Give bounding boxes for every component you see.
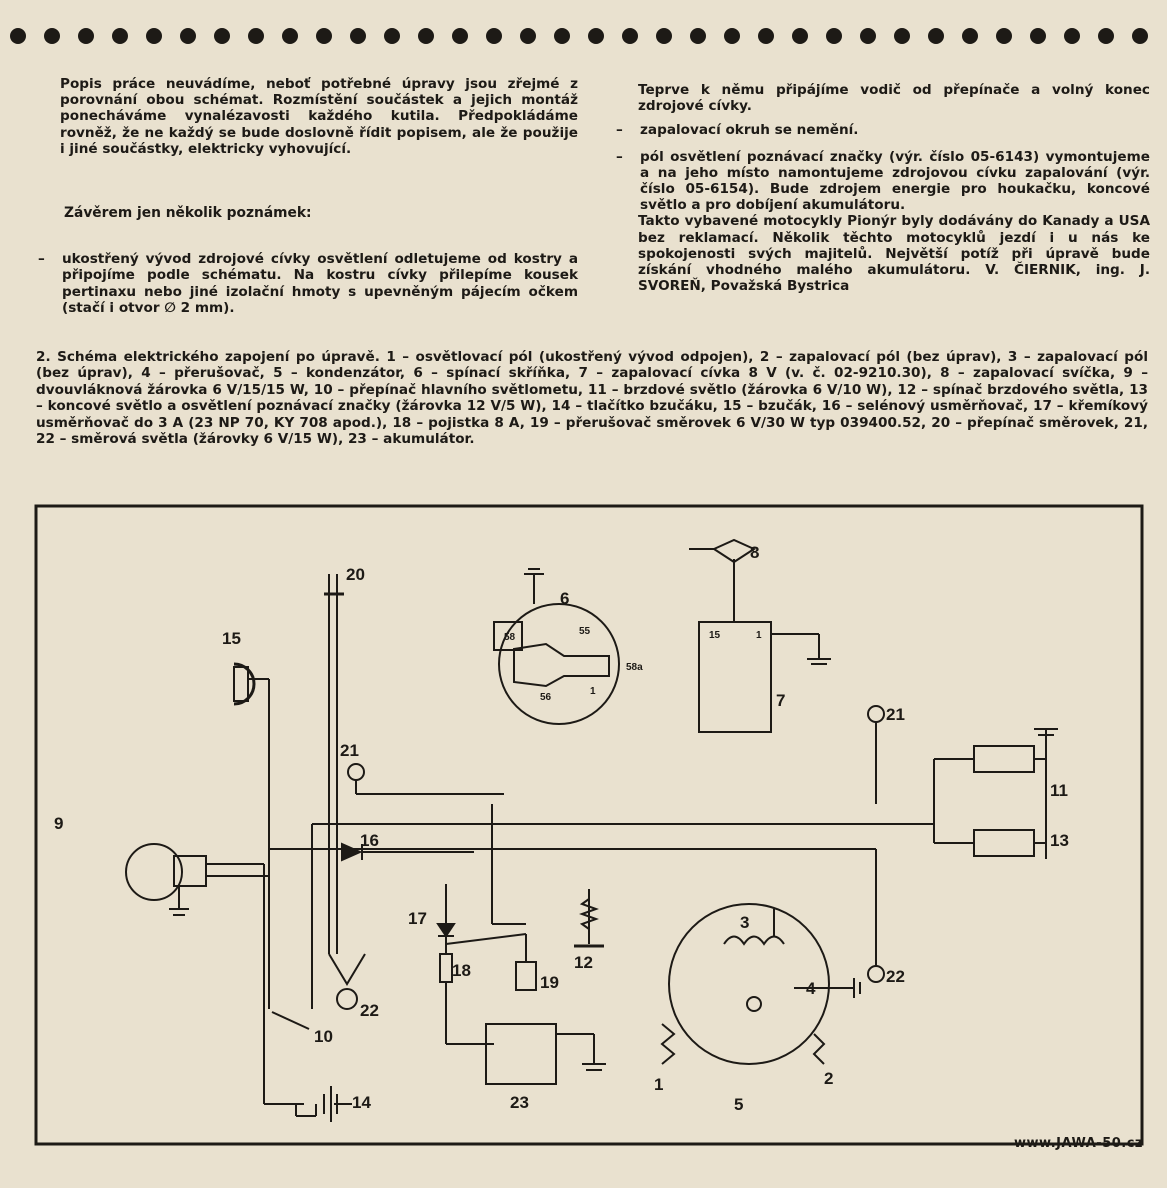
label-23: 23 xyxy=(510,1093,529,1112)
label-11: 11 xyxy=(1050,781,1068,800)
terminal-58: 58 xyxy=(504,632,516,643)
label-14: 14 xyxy=(352,1093,371,1112)
terminal-1-switch: 1 xyxy=(590,686,596,697)
tail-light xyxy=(973,829,1035,857)
right-column: Teprve k němu připájíme vodič od přepína… xyxy=(616,82,1150,294)
label-6: 6 xyxy=(560,589,569,608)
lighting-coil-1 xyxy=(660,1023,676,1065)
intro-paragraph: Popis práce neuvádíme, neboť potřebné úp… xyxy=(60,76,578,157)
label-22a: 22 xyxy=(360,1001,379,1020)
battery xyxy=(485,1023,557,1085)
brake-switch xyxy=(579,898,599,930)
notes-heading: Závěrem jen několik poznámek: xyxy=(64,205,312,222)
switch-plug xyxy=(493,621,523,651)
turn-signal-21-right xyxy=(867,705,885,723)
fuse xyxy=(439,953,453,983)
label-13: 13 xyxy=(1050,831,1069,850)
label-4: 4 xyxy=(806,979,816,998)
note-text: pól osvětlení poznávací značky (výr. čís… xyxy=(640,148,1150,214)
continued-paragraph: Teprve k němu připájíme vodič od přepína… xyxy=(638,82,1150,115)
label-16: 16 xyxy=(360,831,379,850)
label-7: 7 xyxy=(776,691,785,710)
breaker xyxy=(746,996,762,1012)
label-8: 8 xyxy=(750,543,759,562)
label-2: 2 xyxy=(824,1069,833,1088)
wiring-diagram: 9 15 20 21 16 17 18 19 12 22 10 14 23 6 … xyxy=(34,504,1144,1146)
magneto xyxy=(668,903,830,1065)
label-3: 3 xyxy=(740,913,749,932)
label-10: 10 xyxy=(314,1027,333,1046)
label-17: 17 xyxy=(408,909,427,928)
label-22b: 22 xyxy=(886,967,905,986)
closing-text: Takto vybavené motocykly Pionýr byly dod… xyxy=(638,213,1150,279)
turn-signal-21-left xyxy=(347,763,365,781)
silicon-rectifier xyxy=(436,923,456,938)
brake-light xyxy=(973,745,1035,773)
selenium-rectifier xyxy=(341,842,363,862)
label-12: 12 xyxy=(574,953,593,972)
note-text: ukostřený vývod zdrojové cívky osvětlení… xyxy=(62,251,578,316)
label-21b: 21 xyxy=(886,705,905,724)
label-1: 1 xyxy=(654,1075,663,1094)
dot-rule xyxy=(10,28,1148,44)
terminal-56: 56 xyxy=(540,692,552,703)
site-watermark: www.JAWA-50.cz xyxy=(1014,1136,1143,1151)
terminal-15: 15 xyxy=(709,630,721,641)
figure-caption: 2. Schéma elektrického zapojení po úprav… xyxy=(36,349,1148,447)
diagram-frame xyxy=(34,504,1144,1146)
ignition-coil-3 xyxy=(723,935,785,946)
label-15: 15 xyxy=(222,629,241,648)
switch-box xyxy=(498,603,620,725)
switch-key xyxy=(513,642,610,688)
note-item: – ukostřený vývod zdrojové cívky osvětle… xyxy=(38,251,578,316)
note-item: – pól osvětlení poznávací značky (výr. č… xyxy=(616,148,1150,214)
note-item: – zapalovací okruh se nemění. xyxy=(616,122,1150,138)
note-text: zapalovací okruh se nemění. xyxy=(640,122,859,139)
closing-paragraph: Takto vybavené motocykly Pionýr byly dod… xyxy=(616,213,1150,294)
label-5: 5 xyxy=(734,1095,743,1114)
ignition-coil-2 xyxy=(812,1033,826,1065)
terminal-1-coil: 1 xyxy=(756,630,762,641)
headlight-switch xyxy=(271,1011,310,1030)
flasher xyxy=(515,961,537,991)
turn-signal-22-left xyxy=(336,988,358,1010)
authors: V. ČIERNIK, ing. J. SVOREŇ, Považská Bys… xyxy=(638,262,1150,295)
label-18: 18 xyxy=(452,961,471,980)
label-19: 19 xyxy=(540,973,559,992)
turn-signal-22-right xyxy=(867,965,885,983)
label-21a: 21 xyxy=(340,741,359,760)
buzzer xyxy=(233,662,256,706)
label-9: 9 xyxy=(54,814,63,833)
caption-text: 1 – osvětlovací pól (ukostřený vývod odp… xyxy=(36,349,1148,448)
spark-plug xyxy=(711,538,757,564)
caption-title: 2. Schéma elektrického zapojení po úprav… xyxy=(36,349,380,365)
terminal-55: 55 xyxy=(579,626,591,637)
label-20: 20 xyxy=(346,565,365,584)
left-column: Popis práce neuvádíme, neboť potřebné úp… xyxy=(38,76,578,326)
headlight xyxy=(125,843,183,901)
terminal-58a: 58a xyxy=(626,662,643,673)
